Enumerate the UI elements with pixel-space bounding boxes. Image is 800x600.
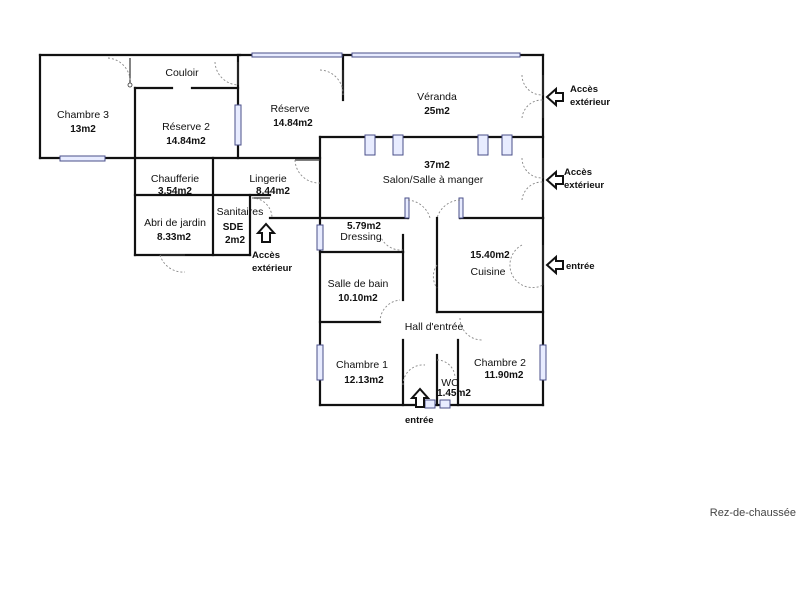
level-label: Rez-de-chaussée <box>710 507 796 519</box>
room-reserve2-area: 14.84m2 <box>166 136 206 147</box>
room-salon-name: Salon/Salle à manger <box>383 174 484 186</box>
room-salon-area: 37m2 <box>424 160 450 171</box>
up-arrow-icon <box>255 222 277 243</box>
room-chaufferie-name: Chaufferie <box>151 173 199 185</box>
room-labels: Chambre 3 13m2 Couloir Réserve 2 14.84m2… <box>57 67 526 399</box>
room-chambre1-name: Chambre 1 <box>336 359 388 371</box>
left-access-line1: Accès <box>252 250 280 261</box>
room-veranda-area: 25m2 <box>424 106 450 117</box>
left-access-line2: extérieur <box>252 263 292 274</box>
room-abri-area: 8.33m2 <box>157 232 191 243</box>
doors <box>107 57 544 409</box>
room-reserve2-name: Réserve 2 <box>162 121 210 133</box>
room-reserve-area: 14.84m2 <box>273 118 313 129</box>
room-chambre3-area: 13m2 <box>70 124 96 135</box>
room-sanitaires-name: Sanitaires <box>217 206 264 218</box>
left-arrow-icon <box>545 86 564 108</box>
room-chambre2-name: Chambre 2 <box>474 357 526 369</box>
salon-access-line1: Accès <box>564 167 592 178</box>
access-markers: Accès extérieur Accès extérieur entrée A… <box>252 84 610 426</box>
room-chambre1-area: 12.13m2 <box>344 375 384 386</box>
room-dressing-area: 5.79m2 <box>347 221 381 232</box>
room-chaufferie-area: 3.54m2 <box>158 186 192 197</box>
up-arrow-icon <box>409 387 431 408</box>
room-abri-name: Abri de jardin <box>144 217 206 229</box>
room-lingerie-area: 8.44m2 <box>256 186 290 197</box>
left-arrow-icon <box>545 254 564 276</box>
room-sde-area: 2m2 <box>225 235 245 246</box>
main-entree-label: entrée <box>405 415 434 426</box>
room-reserve-name: Réserve <box>270 103 309 115</box>
room-couloir-name: Couloir <box>165 67 199 79</box>
room-cuisine-name: Cuisine <box>470 266 505 278</box>
room-cuisine-area: 15.40m2 <box>470 250 510 261</box>
room-chambre3-name: Chambre 3 <box>57 109 109 121</box>
windows <box>59 52 547 381</box>
room-wc-area: 1.45m2 <box>437 388 471 399</box>
cuisine-entree-label: entrée <box>566 261 595 272</box>
veranda-access-line1: Accès <box>570 84 598 95</box>
room-wc-name: WC <box>441 377 459 389</box>
veranda-access-line2: extérieur <box>570 97 610 108</box>
room-sdb-area: 10.10m2 <box>338 293 378 304</box>
room-hall-name: Hall d'entrée <box>405 321 464 333</box>
room-lingerie-name: Lingerie <box>249 173 287 185</box>
room-veranda-name: Véranda <box>417 91 457 103</box>
room-sdb-name: Salle de bain <box>328 278 389 290</box>
room-dressing-name: Dressing <box>340 231 382 243</box>
room-sde-name: SDE <box>223 222 244 233</box>
left-arrow-icon <box>545 169 564 191</box>
salon-access-line2: extérieur <box>564 180 604 191</box>
room-chambre2-area: 11.90m2 <box>485 370 524 381</box>
